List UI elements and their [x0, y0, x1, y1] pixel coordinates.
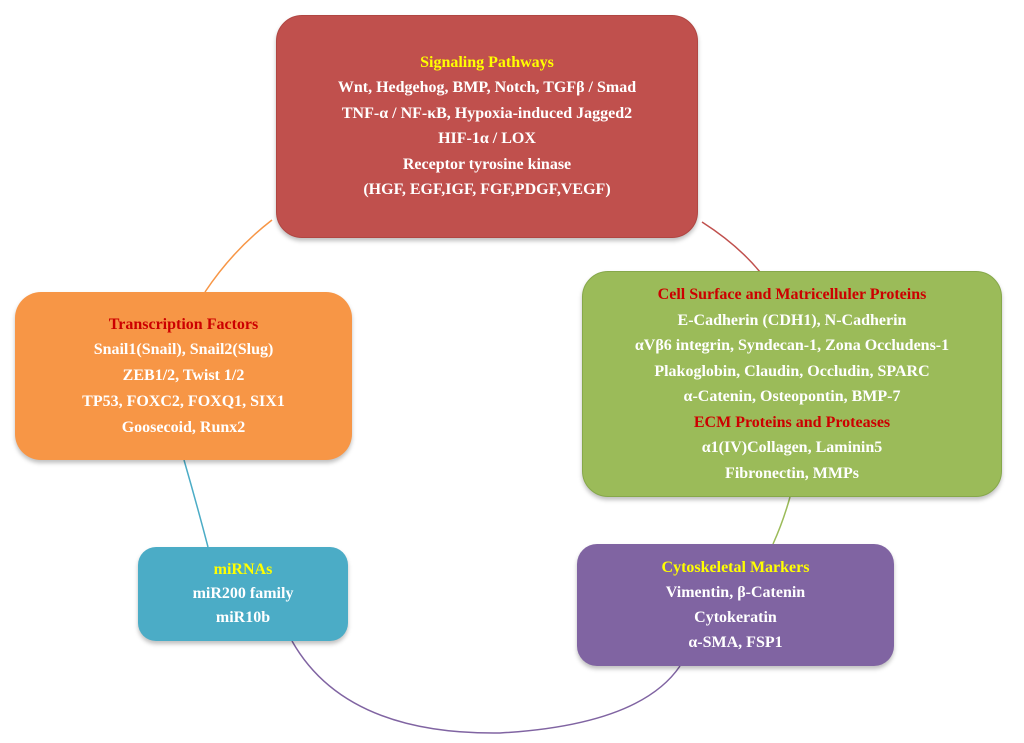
transcription-line: TP53, FOXC2, FOXQ1, SIX1: [82, 392, 285, 410]
signaling-line: HIF-1α / LOX: [438, 130, 536, 148]
transcription-factors-box: Transcription Factors Snail1(Snail), Sna…: [15, 292, 352, 460]
cell-surface-proteins-box: Cell Surface and Matricelluler Proteins …: [582, 271, 1002, 497]
connector-transcription-to-signaling: [204, 219, 273, 293]
signaling-pathways-box: Signaling Pathways Wnt, Hedgehog, BMP, N…: [276, 15, 698, 238]
transcription-line: Snail1(Snail), Snail2(Slug): [93, 340, 274, 358]
transcription-line: ZEB1/2, Twist 1/2: [122, 366, 245, 384]
signaling-line: TNF-α / NF-κB, Hypoxia-induced Jagged2: [341, 104, 633, 122]
signaling-line: Wnt, Hedgehog, BMP, Notch, TGFβ / Smad: [337, 79, 637, 97]
transcription-line: Goosecoid, Runx2: [121, 418, 246, 436]
cytoskeletal-line: Vimentin, β-Catenin: [665, 584, 806, 601]
cell-surface-line: α-Catenin, Osteopontin, BMP-7: [683, 388, 901, 405]
ecm-line: α1(IV)Collagen, Laminin5: [701, 439, 883, 456]
cell-surface-heading: Cell Surface and Matricelluler Proteins: [657, 286, 927, 303]
connector-signaling-to-cell-surface: [701, 221, 761, 273]
mirnas-line: miR10b: [215, 609, 271, 626]
cell-surface-line: E-Cadherin (CDH1), N-Cadherin: [677, 311, 907, 329]
cytoskeletal-line: α-SMA, FSP1: [688, 634, 783, 651]
ecm-line: Fibronectin, MMPs: [725, 464, 859, 482]
ecm-proteins-heading: ECM Proteins and Proteases: [693, 413, 891, 431]
cell-surface-line: αVβ6 integrin, Syndecan-1, Zona Occluden…: [634, 337, 950, 354]
connector-mirnas-to-transcription: [183, 459, 209, 548]
mirnas-box: miRNAs miR200 family miR10b: [138, 547, 348, 641]
mirnas-line: miR200 family: [192, 585, 294, 602]
signaling-line: Receptor tyrosine kinase: [402, 155, 572, 173]
cytoskeletal-markers-box: Cytoskeletal Markers Vimentin, β-Catenin…: [577, 544, 894, 666]
mirnas-heading: miRNAs: [213, 561, 273, 578]
signaling-line: (HGF, EGF,IGF, FGF,PDGF,VEGF): [363, 181, 611, 199]
cytoskeletal-line: Cytokeratin: [694, 609, 777, 626]
signaling-pathways-heading: Signaling Pathways: [420, 54, 554, 72]
cell-surface-line: Plakoglobin, Claudin, Occludin, SPARC: [654, 362, 930, 380]
cytoskeletal-heading: Cytoskeletal Markers: [661, 559, 810, 576]
connector-cytoskeletal-to-mirnas: [291, 640, 681, 734]
connector-cell-surface-to-cytoskeletal: [772, 496, 791, 545]
transcription-factors-heading: Transcription Factors: [108, 315, 259, 333]
